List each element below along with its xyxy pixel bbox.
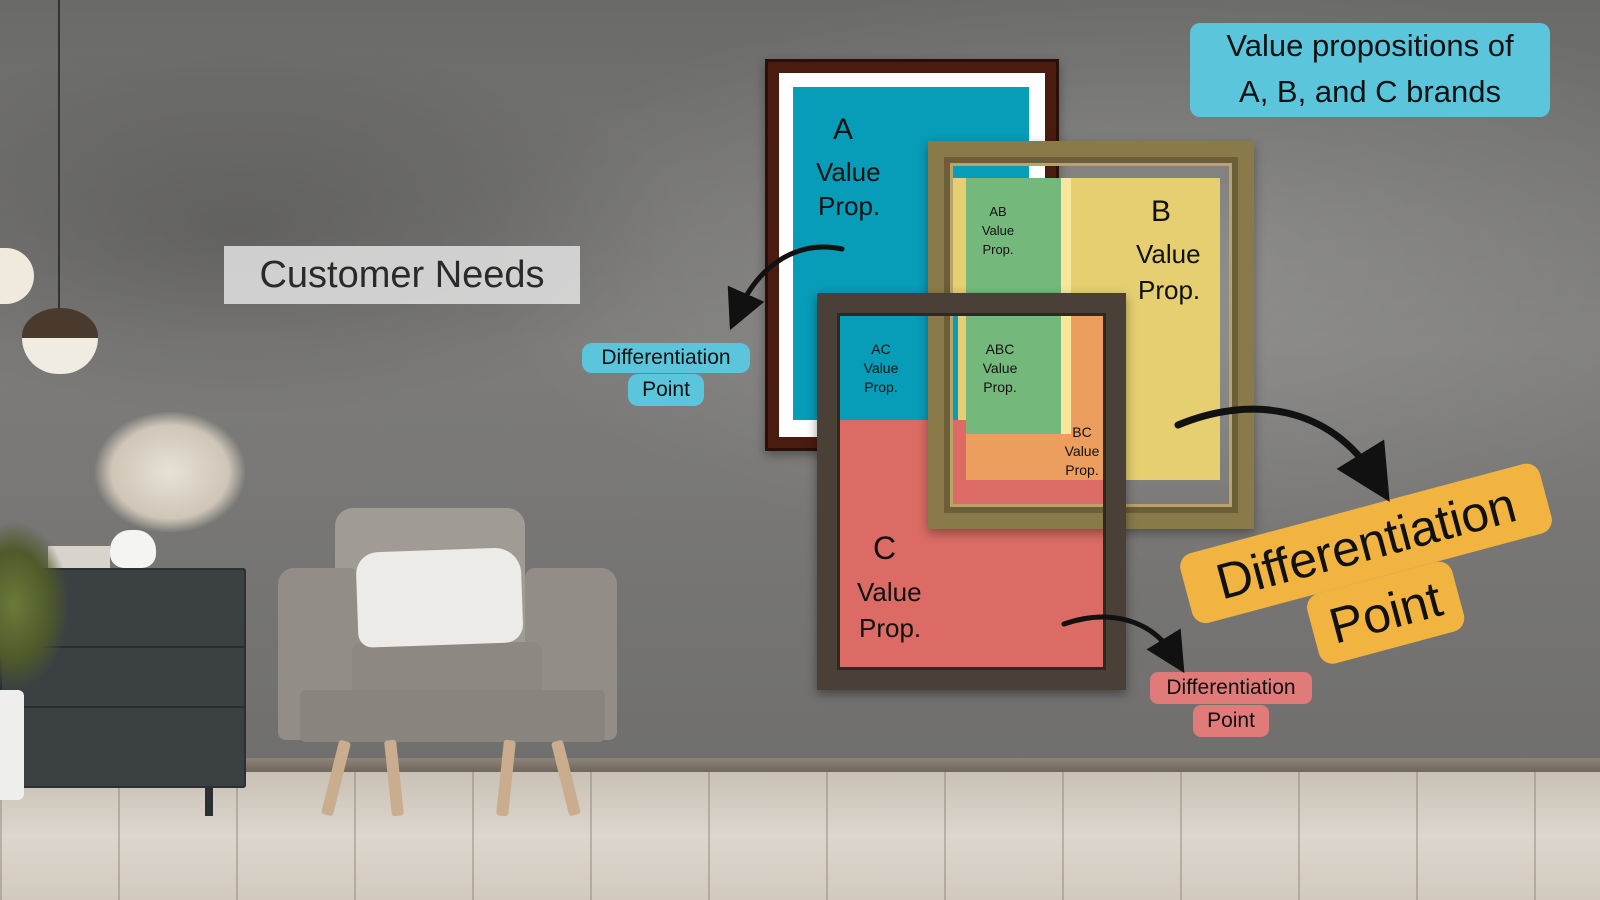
dried-flowers [95,412,245,532]
diff-point-c-line1: Differentiation [1166,676,1296,699]
frame-c-letter: C [873,530,897,566]
bc-label: BC Value Prop. [1050,423,1114,480]
abc-label-line3: Prop. [983,379,1017,395]
diff-point-c-line1-tag: Differentiation [1150,672,1312,704]
cabinet-leg [205,788,213,816]
wood-floor [0,772,1600,900]
ab-label: AB Value Prop. [968,202,1028,259]
frame-a-letter: A [833,113,854,146]
bc-label-line2: Value [1064,443,1100,459]
title-line1: Value propositions of [1226,28,1514,63]
abc-label: ABC Value Prop. [968,340,1032,397]
frame-b-line2: Prop. [1138,275,1201,305]
title-line2: A, B, and C brands [1239,74,1501,109]
cabinet-drawer-line [0,706,246,708]
ac-label-line2: Value [863,360,899,376]
frame-b-inner [944,157,1238,513]
ac-label-line3: Prop. [864,379,898,395]
frame-a-line1: Value [816,157,881,187]
potted-plant [0,520,70,690]
diff-point-c-line2: Point [1207,709,1255,732]
diff-point-a-line1: Differentiation [601,346,731,369]
baseboard [0,758,1600,772]
ac-label-line1: AC [871,341,891,357]
arrow-b [1174,405,1390,502]
bc-label-line3: Prop. [1065,462,1099,478]
frame-c-line2: Prop. [859,613,922,643]
frame-a-line2: Prop. [818,191,881,221]
diff-point-a-line2: Point [642,378,690,401]
title-tag: Value propositions of A, B, and C brands [1190,23,1550,117]
abc-label-line1: ABC [985,341,1015,357]
vase [110,530,156,568]
frame-c-line1: Value [857,577,922,607]
frame-b-letter: B [1151,195,1172,228]
arrow-a [727,244,845,331]
diff-point-a-line2-tag: Point [628,374,704,406]
diff-point-a-line1-tag: Differentiation [582,343,750,373]
bc-label-line1: BC [1072,424,1092,440]
diff-point-c-line2-tag: Point [1193,705,1269,737]
frame-c [817,293,1126,690]
plant-pot [0,690,24,800]
ac-label: AC Value Prop. [851,340,911,397]
customer-needs-label: Customer Needs [224,246,580,304]
ab-label-line3: Prop. [982,242,1014,257]
frame-b [928,141,1254,529]
ab-label-line2: Value [981,223,1015,238]
abc-label-line2: Value [982,360,1018,376]
cabinet-drawer-line [0,646,246,648]
armchair-base [300,690,605,742]
arrow-c [1061,614,1185,674]
lamp-cord [58,0,60,312]
ab-label-line1: AB [989,204,1007,219]
region-abc [966,316,1061,420]
frame-b-line1: Value [1136,239,1201,269]
